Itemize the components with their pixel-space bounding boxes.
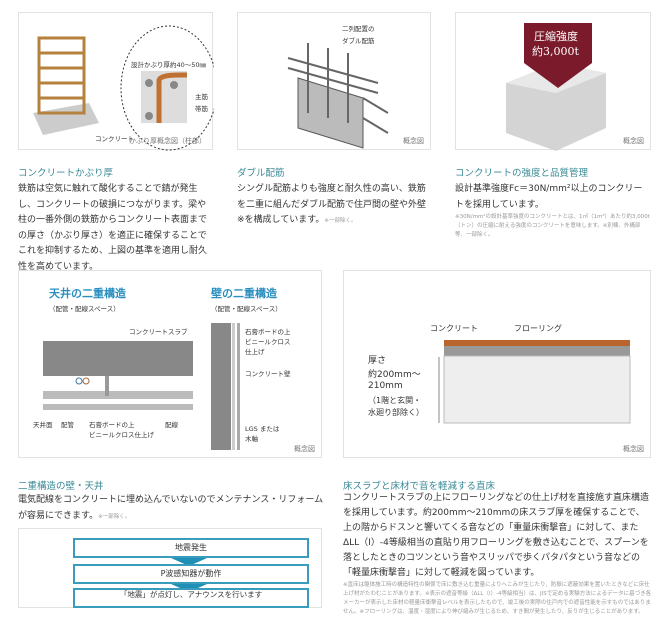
section-heading: コンクリートの強度と品質管理 [455,168,589,179]
badge [524,23,592,88]
double-structure-diagram: 天井の二重構造 （配管・配線スペース） 壁の二重構造 （配管・配線スペース） コ… [18,270,322,458]
caption: かぶり厚概念図（柱部） [129,137,206,145]
label: 石膏ボードの上 [245,328,291,336]
flow-step: 地震発生 [73,538,309,558]
badge-value: 約3,000t [532,45,579,58]
section-body: 設計基準強度Fc＝30N/mm²以上のコンクリートを採用しています。※30N/m… [455,184,650,238]
label: コンクリート [430,324,478,333]
label: コンクリート [95,135,134,143]
label: ビニールクロス [245,338,291,346]
label: 天井面 [33,421,53,429]
label: 厚さ [368,356,387,366]
double-rebar-illustration [287,43,389,149]
section-heading: 床スラブと床材で音を軽減する直床 [343,481,496,492]
section-body: コンクリートスラブの上にフローリングなどの仕上げ材を直接施す直床構造を採用してい… [343,493,652,615]
caption: 概念図 [294,445,315,453]
flow-step: 「地震」が点灯し、アナウンスを行います [73,588,309,608]
wall-title: 壁の二重構造 [211,287,277,300]
label: 石膏ボードの上 [89,421,135,429]
caption: 概念図 [623,137,644,145]
section-body: 電気配線をコンクリートに埋め込んでいないのでメンテナンス・リフォームが容易にでき… [18,495,324,521]
section-body: シングル配筋よりも強度と耐久性の高い、鉄筋を二重に組んだダブル配筋で住戸間の壁や… [237,184,427,225]
label: 木軸 [245,435,258,443]
ceiling-wall-illustration [43,323,240,450]
label: 約200mm～ [368,370,421,380]
label: LGS または [245,425,280,433]
badge-label: 圧縮強度 [534,30,578,43]
column-rebar-illustration [33,25,214,151]
flow-step: P波感知器が動作 [73,564,309,584]
label: 配管 [61,421,74,429]
label: 210mm [368,381,403,391]
flow-arrow-icon [171,558,207,566]
label: （配管・配線スペース） [49,305,120,313]
label: （1階と玄関・ [368,396,422,405]
floor-slab-illustration [438,340,631,424]
label: 設計かぶり厚約40～50㎜ [131,61,207,69]
concrete-block-illustration [506,23,606,151]
label: コンクリート壁 [245,370,291,378]
section-body: 鉄筋は空気に触れて酸化することで錆が発生し、コンクリートの破損につながります。梁… [18,184,208,272]
section-heading: コンクリートかぶり厚 [18,168,114,179]
concrete-strength-diagram: 圧縮強度 約3,000t 概念図 [455,12,651,151]
label: （配管・配線スペース） [211,305,282,313]
label: フローリング [514,324,562,333]
label: 帯筋 [195,105,208,113]
label: 配線 [165,421,178,429]
label: 二列配置の [342,25,375,33]
caption: 概念図 [623,445,644,453]
earthquake-flow-box: 地震発生 P波感知器が動作 「地震」が点灯し、アナウンスを行います [18,528,322,608]
ceiling-title: 天井の二重構造 [49,287,126,300]
caption: 概念図 [403,137,424,145]
section-heading: 二重構造の壁・天井 [18,481,104,492]
floor-slab-diagram: コンクリート フローリング 厚さ 約200mm～ 210mm （1階と玄関・ 水… [343,270,651,458]
label: コンクリートスラブ [129,328,188,336]
cover-thickness-diagram: 設計かぶり厚約40～50㎜ 主筋 帯筋 コンクリート かぶり厚概念図（柱部） [18,12,214,151]
double-rebar-diagram: 二列配置の ダブル配筋 概念図 [237,12,431,150]
label: 主筋 [195,93,208,101]
label: 水廻り部除く） [368,408,424,417]
label: 仕上げ [245,348,265,356]
label: ダブル配筋 [342,37,375,45]
label: ビニールクロス仕上げ [89,431,154,439]
section-heading: ダブル配筋 [237,168,285,179]
